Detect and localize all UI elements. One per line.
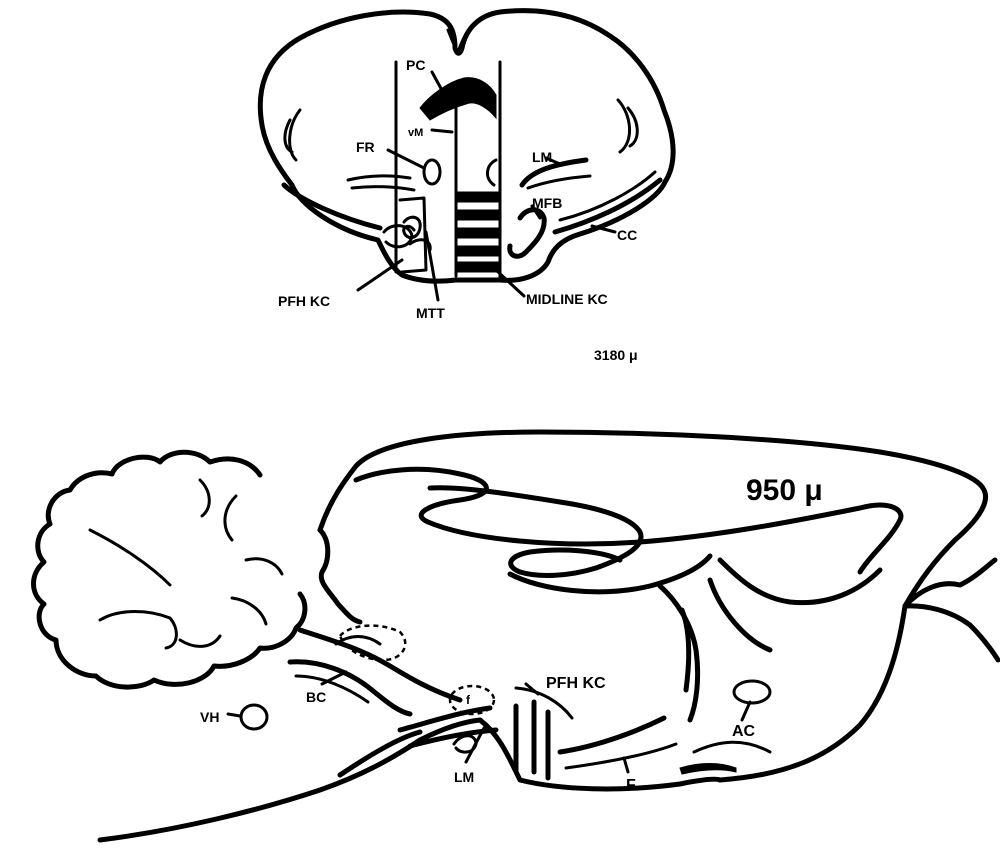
fornix-arc-inner — [682, 610, 689, 690]
cerebellum-folium-3 — [200, 480, 209, 516]
coronal-outline — [260, 11, 673, 282]
label-fr: FR — [356, 139, 375, 155]
label-f-small: f — [466, 693, 471, 707]
thalamus-outline — [320, 530, 360, 622]
lm-curve-2 — [528, 176, 590, 188]
ventral-frontal — [720, 606, 905, 780]
label-pfh-kc-coronal: PFH KC — [278, 293, 330, 309]
pc-black-region — [420, 78, 496, 120]
label-vm: vM — [408, 127, 423, 139]
pfh-kc-pointer — [358, 260, 402, 290]
f-pointer — [624, 758, 628, 772]
midline-kc-hatching — [456, 192, 498, 272]
label-lm-sagittal: LM — [454, 769, 474, 785]
cerebellum-folium-2 — [100, 612, 176, 649]
coronal-section: PC vM FR LM MFB CC PFH KC MTT MIDLINE KC… — [260, 11, 673, 363]
midline-kc-pointer — [496, 270, 524, 296]
vh-pointer — [228, 714, 240, 716]
striatum-curve — [720, 560, 880, 603]
label-lm-coronal: LM — [532, 149, 552, 165]
vh-circle — [241, 705, 267, 729]
ac-curve — [694, 742, 770, 752]
cerebellum-folium-5 — [180, 636, 220, 646]
fr-right-arc — [487, 160, 496, 185]
ac-ellipse — [734, 681, 770, 703]
fr-pointer — [388, 150, 424, 168]
label-mtt: MTT — [416, 305, 445, 321]
fornix-arc — [660, 586, 698, 720]
label-pfh-kc-sagittal: PFH KC — [546, 675, 606, 692]
brainstem-ventral — [100, 720, 480, 840]
label-cc: CC — [617, 227, 637, 243]
cerebellum-folium-6 — [246, 559, 282, 574]
cerebellum-outline — [34, 452, 305, 687]
label-mfb: MFB — [532, 195, 562, 211]
vm-pointer — [432, 130, 452, 132]
frontal-outline-2 — [905, 606, 998, 660]
label-depth-sagittal: 950 μ — [746, 474, 823, 507]
label-depth-coronal: 3180 μ — [594, 347, 638, 363]
pfh-kc-top-curve — [516, 688, 572, 718]
label-pc: PC — [406, 57, 425, 73]
sagittal-section: 950 μ VH BC f PFH KC LM F AC — [34, 432, 999, 840]
cerebellum-folium-4 — [225, 496, 236, 540]
label-midline-kc: MIDLINE KC — [526, 291, 608, 307]
label-bc: BC — [306, 689, 326, 705]
left-fr-curve — [348, 176, 410, 180]
cerebellum-folium-7 — [232, 598, 266, 624]
fr-circle — [424, 160, 440, 184]
fornix-f — [560, 718, 664, 752]
mtt-pointer — [426, 232, 438, 300]
ac-dark-patch — [680, 764, 736, 775]
cerebellum-folium-1 — [90, 530, 170, 585]
label-vh: VH — [200, 709, 219, 725]
left-fr-curve-2 — [352, 187, 414, 190]
label-f: F — [626, 777, 636, 794]
label-ac: AC — [732, 723, 756, 740]
brainstem-ventral-2 — [340, 732, 420, 775]
ac-pointer — [742, 702, 750, 720]
